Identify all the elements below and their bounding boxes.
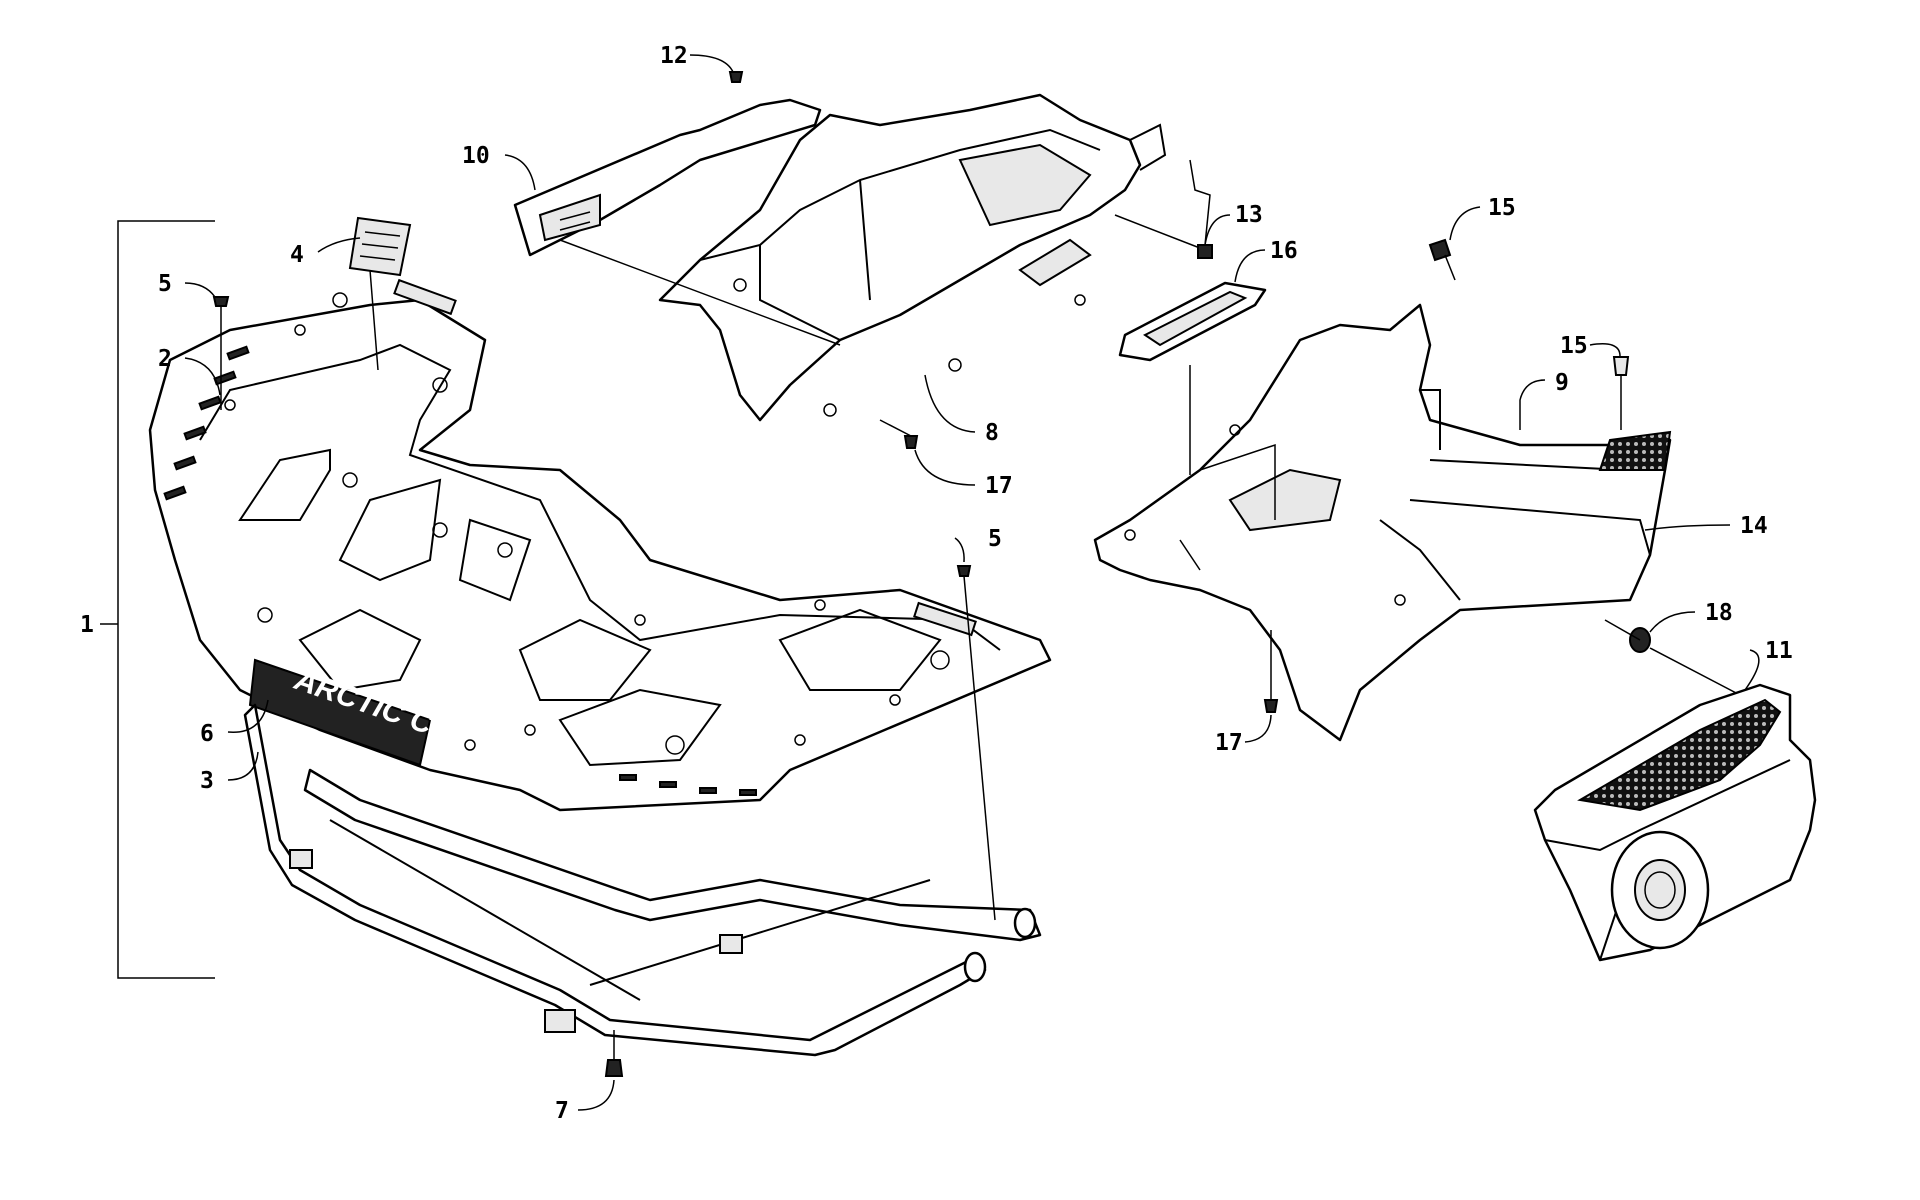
callout-10: 10 [462, 143, 490, 169]
callout-3: 3 [200, 768, 214, 794]
fastener-17-bottom [1263, 630, 1279, 713]
callout-5-right: 5 [988, 526, 1002, 552]
grommet-18 [1604, 619, 1741, 696]
vent-insert-16 [1118, 281, 1267, 475]
callout-13: 13 [1235, 202, 1263, 228]
callout-16: 16 [1270, 238, 1298, 264]
callout-9: 9 [1555, 370, 1569, 396]
callout-2: 2 [158, 346, 172, 372]
callout-12: 12 [660, 43, 688, 69]
front-fender-hood [513, 71, 1206, 449]
fastener-15-right [1612, 356, 1630, 430]
front-bumper-tube [243, 703, 1042, 1057]
speaker-grille-panel [1533, 683, 1817, 962]
callout-11: 11 [1765, 638, 1793, 664]
callouts: 1 2 3 4 5 5 6 7 8 9 10 11 12 [80, 43, 1793, 1124]
callout-17-top: 17 [985, 473, 1013, 499]
callout-7: 7 [555, 1098, 569, 1124]
callout-8: 8 [985, 420, 999, 446]
callout-14: 14 [1740, 513, 1768, 539]
front-rack-assembly: ARCTIC CAT [100, 216, 1052, 1077]
callout-6: 6 [200, 721, 214, 747]
warning-label [348, 216, 412, 371]
callout-4: 4 [290, 242, 304, 268]
fastener-5-left [212, 296, 230, 410]
fastener-7 [604, 1030, 624, 1077]
callout-18: 18 [1705, 600, 1733, 626]
right-side-panel [1093, 238, 1741, 742]
callout-1: 1 [80, 612, 94, 638]
fastener-15-top [1428, 238, 1456, 281]
callout-17-bottom: 17 [1215, 730, 1243, 756]
callout-15-top: 15 [1488, 195, 1516, 221]
callout-15-right: 15 [1560, 333, 1588, 359]
fastener-5-right [956, 565, 996, 921]
callout-5-left: 5 [158, 271, 172, 297]
